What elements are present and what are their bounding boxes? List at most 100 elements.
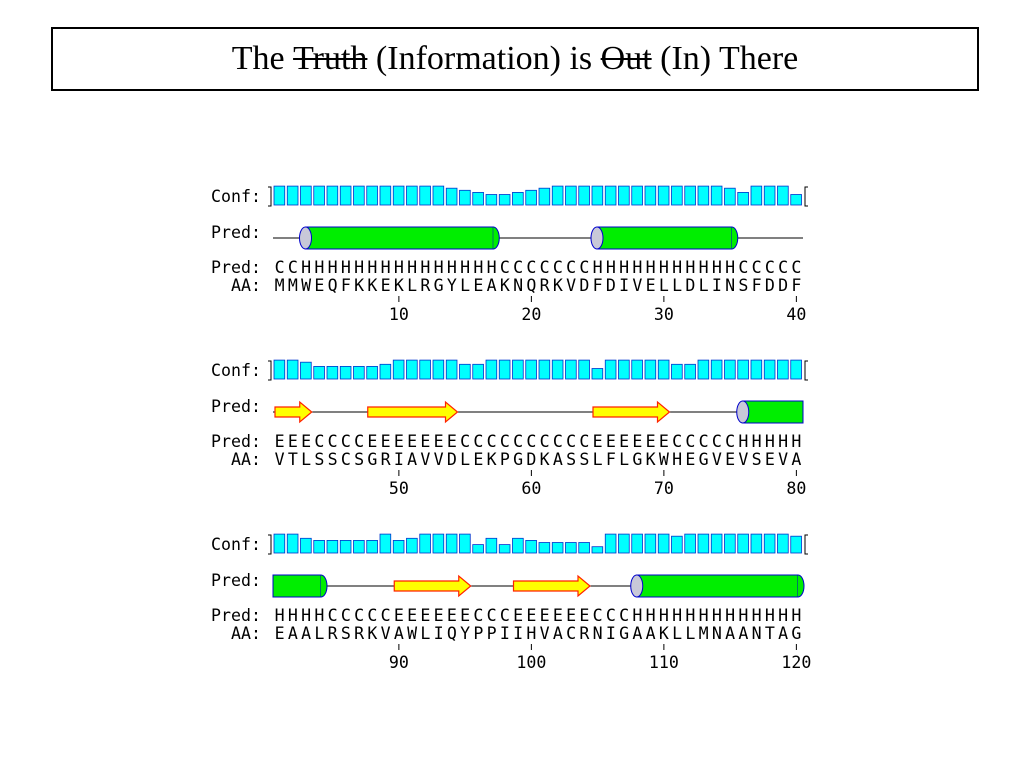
conf-bar: [604, 533, 617, 554]
conf-bar: [432, 185, 445, 206]
aa-char: I: [606, 624, 616, 643]
pred-seq-label: Pred:: [211, 432, 261, 451]
aa-char: E: [314, 276, 324, 295]
aa-char: A: [487, 276, 497, 295]
conf-bar: [472, 191, 484, 206]
aa-char: S: [738, 276, 748, 295]
aa-char: A: [725, 624, 735, 643]
aa-char: Y: [460, 624, 470, 643]
aa-char: I: [712, 276, 722, 295]
title-part-1: The: [231, 40, 294, 77]
pred-char: C: [553, 258, 563, 277]
conf-bar: [578, 185, 590, 206]
conf-bar: [392, 185, 405, 206]
pred-char: H: [646, 606, 656, 625]
position-number: 40: [786, 305, 806, 324]
pred-char: C: [354, 606, 364, 625]
pred-char: C: [513, 258, 523, 277]
conf-bar: [565, 359, 577, 380]
helix-cylinder: [742, 400, 804, 424]
conf-bar: [763, 185, 776, 206]
aa-char: A: [738, 624, 748, 643]
aa-char: V: [566, 276, 576, 295]
aa-char: L: [672, 624, 682, 643]
aa-char: F: [752, 276, 762, 295]
aa-char: G: [699, 450, 709, 469]
helix-end: [493, 226, 500, 250]
aa-char: Q: [447, 624, 457, 643]
aa-char: V: [712, 450, 722, 469]
conf-bracket-right: [804, 534, 808, 555]
conf-bar: [392, 359, 405, 380]
pred-char: E: [579, 606, 589, 625]
aa-char: W: [407, 624, 417, 643]
aa-char: P: [473, 624, 483, 643]
conf-bar: [406, 185, 418, 206]
pred-char: C: [487, 606, 497, 625]
pred-char: C: [540, 432, 550, 451]
conf-bar: [286, 359, 299, 380]
pred-char: E: [619, 432, 629, 451]
conf-bar: [737, 533, 749, 554]
aa-char: D: [765, 276, 775, 295]
aa-char: S: [354, 450, 364, 469]
aa-char: S: [566, 450, 576, 469]
aa-char: L: [672, 276, 682, 295]
strand-arrow: [367, 400, 459, 424]
aa-char: K: [354, 276, 364, 295]
aa-char: L: [593, 450, 603, 469]
position-number: 120: [781, 653, 811, 672]
conf-bar: [406, 359, 418, 380]
conf-bar: [551, 359, 564, 380]
conf-bar: [353, 365, 365, 380]
aa-char: N: [725, 276, 735, 295]
aa-char: K: [553, 276, 563, 295]
conf-bar: [631, 359, 643, 380]
aa-char: V: [381, 624, 391, 643]
aa-char: G: [619, 624, 629, 643]
conf-bar: [472, 544, 484, 554]
pred-char: H: [765, 606, 775, 625]
conf-bar: [326, 540, 339, 554]
conf-bar: [286, 533, 299, 554]
position-number: 50: [389, 479, 409, 498]
conf-bar: [406, 537, 418, 554]
conf-bar: [459, 189, 471, 206]
conf-bar: [604, 359, 617, 380]
pred-char: C: [473, 432, 483, 451]
conf-bar: [724, 359, 736, 380]
conf-bar: [618, 359, 630, 380]
conf-label: Conf:: [211, 361, 261, 380]
conf-bar: [657, 359, 670, 380]
aa-char: I: [434, 624, 444, 643]
conf-bar: [684, 363, 696, 380]
aa-char: K: [487, 450, 497, 469]
conf-bar: [525, 189, 537, 206]
conf-bar: [419, 533, 431, 554]
conf-bar: [525, 359, 537, 380]
pred-char: H: [659, 258, 669, 277]
aa-char: N: [712, 624, 722, 643]
pred-char: H: [473, 258, 483, 277]
helix-cap: [736, 400, 750, 424]
strand-arrow: [512, 574, 591, 598]
conf-bar: [777, 533, 789, 554]
aa-char: E: [381, 276, 391, 295]
aa-char: I: [619, 276, 629, 295]
pred-char: H: [659, 606, 669, 625]
aa-char: H: [526, 624, 536, 643]
conf-label: Conf:: [211, 535, 261, 554]
pred-char: H: [752, 606, 762, 625]
helix-cap: [590, 226, 604, 250]
conf-bar: [419, 185, 431, 206]
aa-char: L: [659, 276, 669, 295]
aa-char: D: [778, 276, 788, 295]
position-number: 70: [654, 479, 674, 498]
strand-arrow: [274, 400, 313, 424]
aa-char: L: [301, 450, 311, 469]
conf-bar: [578, 542, 590, 554]
pred-char: E: [447, 606, 457, 625]
aa-char: M: [699, 624, 709, 643]
aa-char: A: [288, 624, 298, 643]
aa-char: P: [487, 624, 497, 643]
